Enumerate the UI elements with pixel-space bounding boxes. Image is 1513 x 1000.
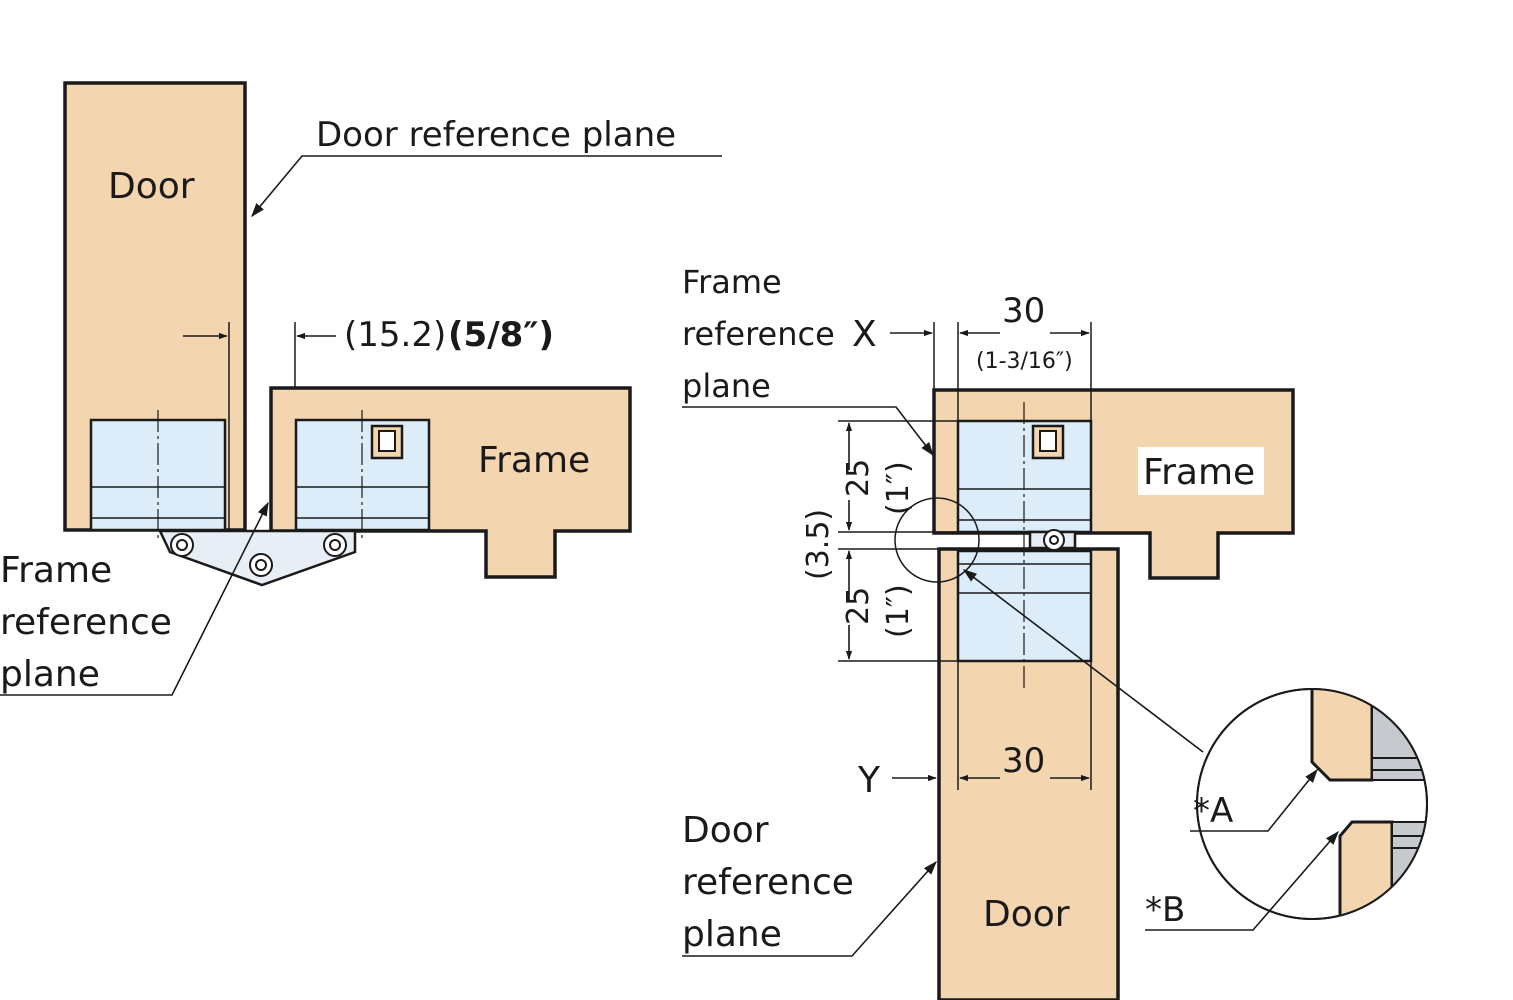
left-frame-ref-line-2: reference (0, 602, 172, 643)
left-frame-label: Frame (478, 440, 590, 481)
right-frame-ref-line-1: Frame (682, 263, 782, 301)
right-frame-label: Frame (1143, 452, 1255, 493)
top-width-mm: 30 (1002, 291, 1045, 331)
x-label: X (852, 314, 877, 355)
right-door-ref-line-2: reference (682, 862, 854, 903)
detail-b-label: *B (1145, 890, 1185, 930)
detail-view: *A *B (1145, 688, 1428, 931)
gap-mm: (3.5) (801, 509, 836, 580)
bottom-width-mm: 30 (1002, 741, 1045, 781)
left-gap-dim-in: (5/8″) (448, 315, 554, 355)
left-door-ref-plane-label: Door reference plane (316, 115, 676, 155)
right-view: Frame Door X (682, 263, 1295, 1000)
detail-a-label: *A (1193, 791, 1233, 831)
screw-icon (170, 533, 347, 577)
left-view: Door Frame (0, 81, 722, 696)
upper-height-in: (1″) (881, 461, 916, 515)
left-gap-dim-mm: (15.2) (344, 315, 446, 355)
magnifier-circle (894, 497, 980, 583)
right-screw-icon (1043, 529, 1065, 551)
lower-height-mm: 25 (841, 587, 876, 625)
top-width-in: (1-3/16″) (976, 349, 1073, 374)
right-frame-ref-line-2: reference (682, 315, 835, 353)
right-door-label: Door (983, 894, 1070, 935)
left-door-label: Door (108, 166, 195, 207)
right-door-ref-line-1: Door (682, 810, 769, 851)
left-frame-ref-line-3: plane (0, 654, 100, 695)
y-label: Y (857, 760, 881, 801)
right-frame-ref-line-3: plane (682, 367, 771, 405)
lower-height-in: (1″) (881, 584, 916, 638)
upper-height-mm: 25 (841, 459, 876, 497)
right-door-ref-line-3: plane (682, 914, 782, 955)
left-frame-ref-line-1: Frame (0, 550, 112, 591)
